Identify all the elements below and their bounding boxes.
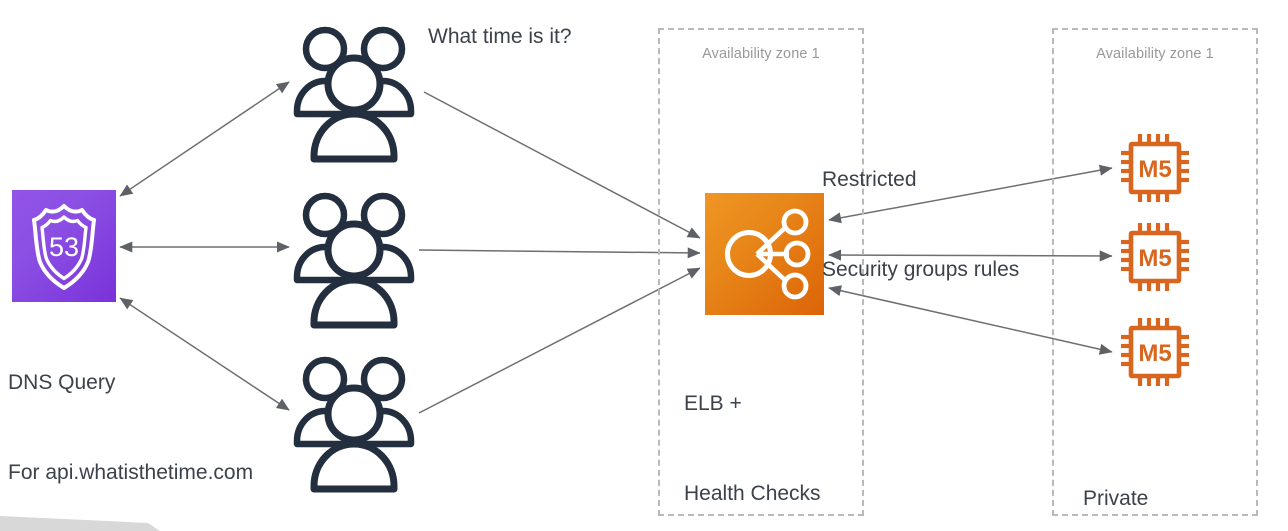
elb-caption: ELB + Health Checks (684, 329, 874, 531)
route53-service-tile[interactable]: 53 (12, 190, 116, 302)
route53-shield-icon: 53 (32, 204, 96, 290)
route53-caption-line1: DNS Query (8, 371, 116, 394)
route53-caption-line2: For api.whatisthetime.com (8, 461, 254, 484)
arrow-users-top-route53 (119, 81, 290, 197)
elastic-load-balancer-icon (725, 208, 811, 300)
elb-caption-line1: ELB + (684, 392, 742, 415)
security-note-line1: Restricted (822, 168, 917, 191)
availability-zone-label: Availability zone 1 (1096, 46, 1214, 62)
security-groups-note: Restricted Security groups rules (822, 105, 1072, 345)
availability-zone-box-right: Availability zone 1 (1052, 28, 1258, 516)
route53-badge-number: 53 (49, 232, 79, 262)
users-group-middle[interactable] (297, 196, 411, 325)
availability-zone-box-middle: Availability zone 1 (658, 28, 864, 516)
users-group-top[interactable] (297, 30, 411, 159)
ec2-caption-line1: Private (1083, 487, 1149, 510)
security-note-line2: Security groups rules (822, 258, 1020, 281)
elb-caption-line2: Health Checks (684, 482, 821, 505)
route53-caption: DNS Query For api.whatisthetime.com Alia… (8, 308, 338, 531)
availability-zone-label: Availability zone 1 (702, 46, 820, 62)
elb-service-tile[interactable] (705, 193, 824, 315)
ec2-instances-caption: Private EC2 instances (1083, 424, 1283, 531)
user-question-label: What time is it? (428, 25, 572, 48)
